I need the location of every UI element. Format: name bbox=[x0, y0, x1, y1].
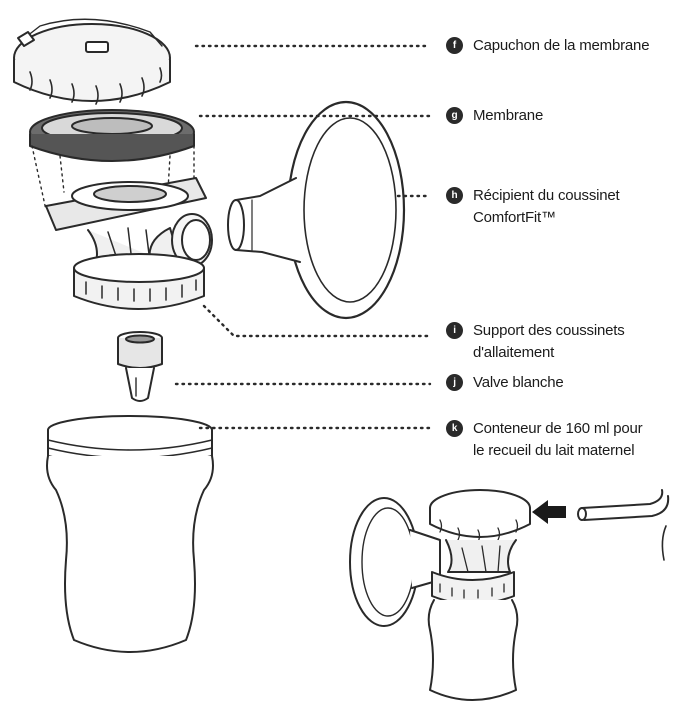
callout-i-text-line2: d'allaitement bbox=[473, 344, 555, 361]
callout-f: f Capuchon de la membrane bbox=[446, 35, 650, 57]
assembled-pump-illustration bbox=[349, 489, 531, 701]
arrow-icon bbox=[532, 500, 566, 524]
callout-k-text-line1: Conteneur de 160 ml pour bbox=[473, 420, 643, 437]
callout-k: k Conteneur de 160 ml pour le recueil du… bbox=[446, 418, 643, 462]
callout-g-text: Membrane bbox=[473, 107, 544, 124]
callout-h: h Récipient du coussinet ComfortFit™ bbox=[446, 185, 620, 229]
callout-f-text: Capuchon de la membrane bbox=[473, 37, 650, 54]
tube-illustration bbox=[577, 489, 670, 561]
assembly-guides bbox=[31, 145, 195, 211]
callout-g: g Membrane bbox=[446, 105, 543, 127]
membrane-cap-illustration bbox=[13, 18, 171, 105]
membrane-illustration bbox=[29, 109, 195, 162]
callout-h-badge: h bbox=[446, 187, 463, 204]
callout-j-text: Valve blanche bbox=[473, 374, 564, 391]
callout-k-badge: k bbox=[446, 420, 463, 437]
callout-i-text-line1: Support des coussinets bbox=[473, 322, 625, 339]
bottle-illustration bbox=[46, 415, 214, 653]
callout-f-badge: f bbox=[446, 37, 463, 54]
callout-k-text-line2: le recueil du lait maternel bbox=[473, 442, 635, 459]
callout-j: j Valve blanche bbox=[446, 372, 564, 394]
callout-h-text-line2: ComfortFit™ bbox=[473, 209, 556, 226]
callout-g-badge: g bbox=[446, 107, 463, 124]
callout-i-badge: i bbox=[446, 322, 463, 339]
pump-body-illustration bbox=[45, 177, 213, 310]
callout-i: i Support des coussinets d'allaitement bbox=[446, 320, 625, 364]
callout-h-text-line1: Récipient du coussinet bbox=[473, 187, 620, 204]
leader-lines bbox=[174, 44, 432, 430]
callout-j-badge: j bbox=[446, 374, 463, 391]
breast-shield-illustration bbox=[227, 100, 406, 320]
valve-illustration bbox=[117, 331, 163, 402]
